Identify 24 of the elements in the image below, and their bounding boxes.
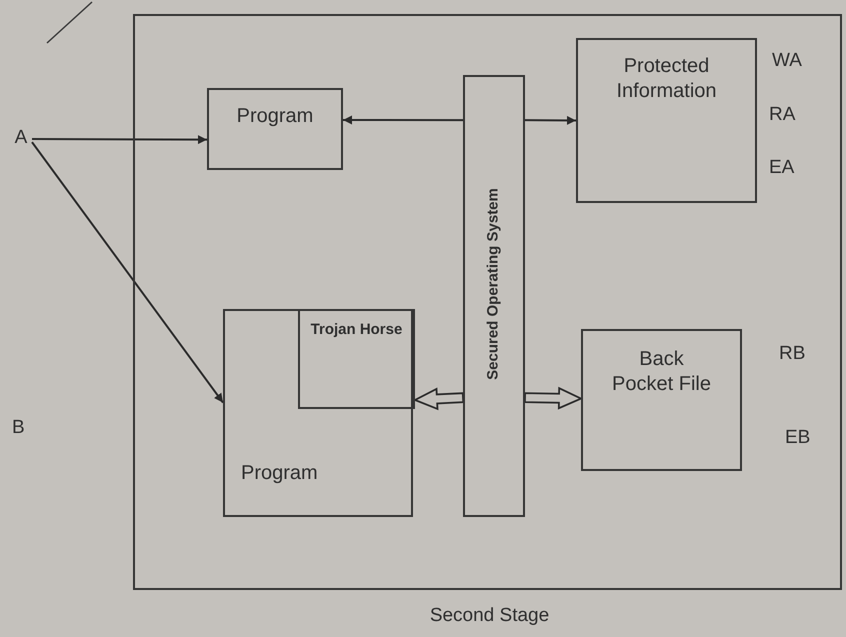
node-label: A [14, 126, 28, 150]
system-bar [463, 75, 525, 517]
access-label: RB [779, 343, 806, 365]
access-label: EA [769, 157, 794, 179]
arrow [524, 386, 584, 410]
process-box [223, 309, 413, 517]
component-box [298, 309, 415, 409]
arrow [343, 116, 463, 124]
box-label: Program [241, 461, 319, 486]
arrow [525, 116, 576, 125]
arrow [31, 142, 224, 404]
access-label: EB [785, 427, 810, 449]
access-label: WA [772, 50, 802, 72]
side-label: B [12, 416, 25, 440]
box-label: Back Pocket File [611, 347, 712, 397]
box-label: Program [236, 104, 314, 129]
box-label: Trojan Horse [310, 321, 403, 340]
arrow [412, 388, 464, 410]
arrow [32, 135, 207, 144]
vertical-label: Secured Operating System [484, 188, 503, 380]
frame-caption: Second Stage [428, 604, 550, 628]
access-label: RA [769, 104, 796, 126]
process-box [207, 88, 343, 170]
box-label: Protected Information [615, 54, 718, 104]
